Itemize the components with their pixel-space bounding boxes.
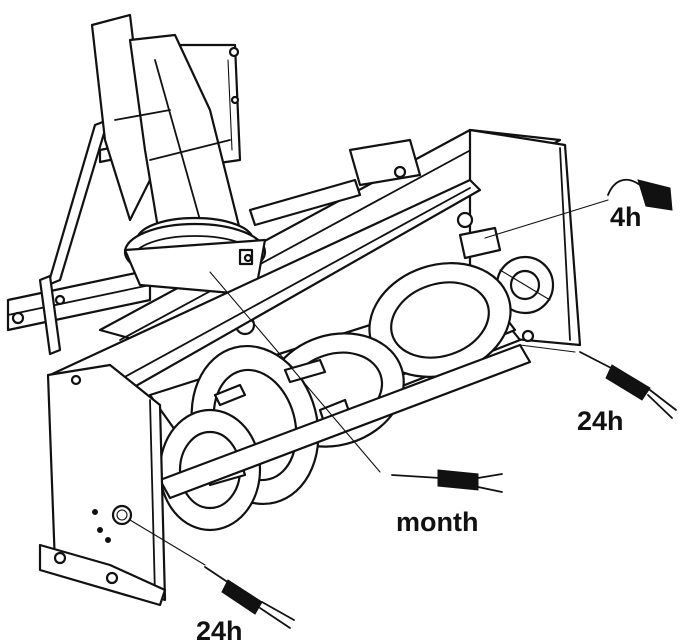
interval-label-4h: 4h [610,202,642,232]
discharge-chute [90,13,267,297]
housing-left-end [38,363,167,607]
interval-label-month: month [396,507,478,537]
oil-can-icon [607,178,673,211]
grease-gun-icon [579,351,677,419]
grease-gun-icon [391,469,503,493]
leader-lines [129,199,609,566]
grease-gun-icon [204,566,295,629]
interval-label-24h-right: 24h [577,406,624,436]
interval-label-24h-bottom: 24h [196,616,243,643]
